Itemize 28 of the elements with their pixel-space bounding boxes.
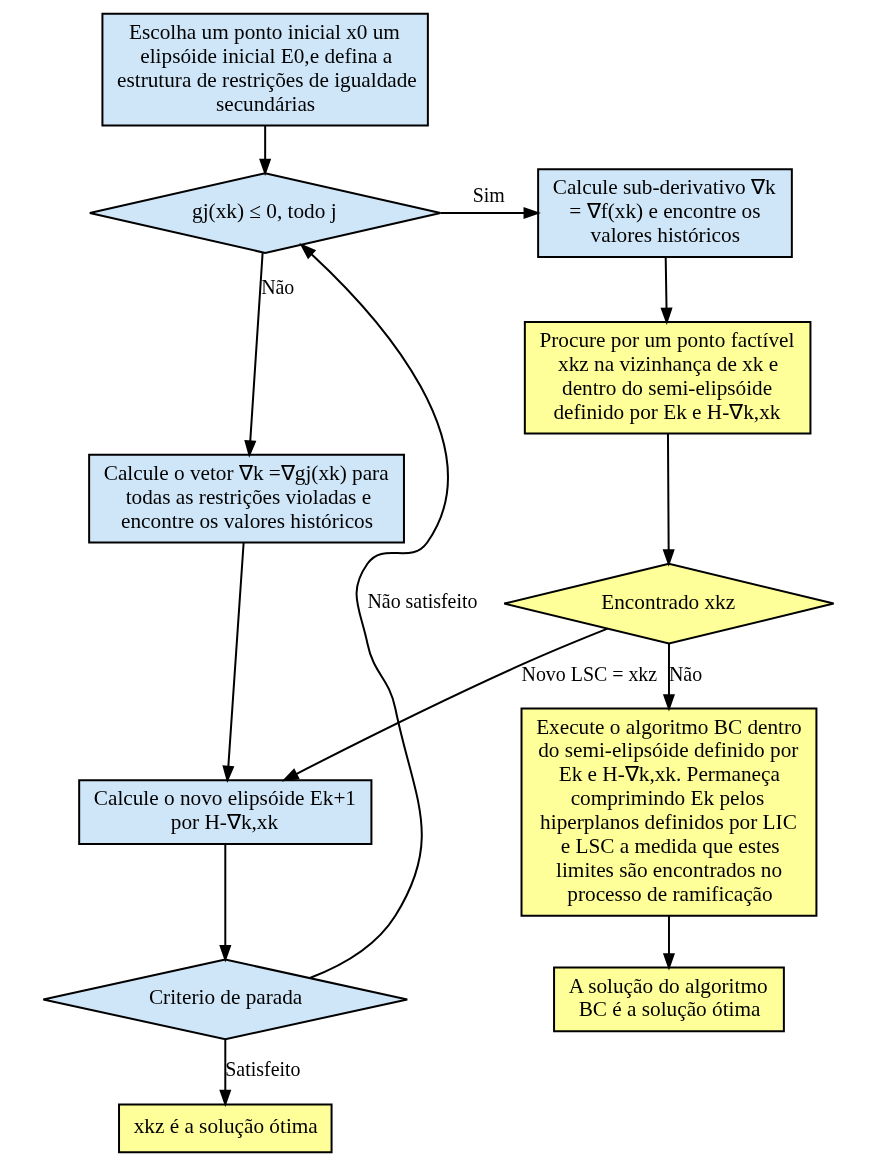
edge-label: Satisfeito: [225, 1058, 301, 1081]
node-diamond: gj(xk) ≤ 0, todo j: [88, 172, 442, 254]
arrow: [259, 124, 272, 176]
node-box: xkz é a solução ótima: [118, 1103, 333, 1154]
node-box: Calcule sub-derivativo ∇k = ∇f(xk) e encontre os valores históricos: [537, 168, 793, 258]
arrow: [439, 207, 541, 220]
node-box: Procure por um ponto factível xkz na vizinhança de xk e dentro do semi-elipsóide definido por Ek e H-∇k,xk: [523, 321, 812, 435]
edge-label: Sim: [472, 184, 505, 207]
node-diamond: Encontrado xkz: [503, 562, 835, 645]
arrow: [662, 432, 675, 567]
node-box: Execute o algoritmo BC dentro do semi-elipsóide definido por Ek e H-∇k,xk. Permaneça comprimindo Ek pelos hiperplanos definidos por LIC e LSC a medida que estes limites são encontrados no processo de ramificação: [520, 707, 818, 917]
arrow: [662, 642, 676, 712]
edge-label: Não satisfeito: [367, 590, 478, 613]
arrow: [222, 541, 245, 783]
arrow: [299, 243, 449, 979]
node-diamond: Criterio de parada: [42, 958, 409, 1041]
arrow: [244, 251, 264, 458]
node-box: Escolha um ponto inicial x0 um elipsóide inicial E0,e defina a estrutura de restrições de igualdade secundárias: [101, 12, 429, 127]
arrow: [660, 255, 673, 325]
arrow: [281, 627, 609, 782]
node-box: Calcule o vetor ∇k =∇gj(xk) para todas as restrições violadas e encontre os valores históricos: [88, 453, 405, 544]
arrow: [219, 843, 232, 963]
node-box: Calcule o novo elipsóide Ek+1 por H-∇k,xk: [78, 779, 373, 845]
arrow: [662, 915, 676, 971]
edge-label: Novo LSC = xkz: [521, 662, 658, 685]
node-box: A solução do algoritmo BC é a solução ótima: [553, 966, 785, 1033]
arrow: [219, 1038, 232, 1108]
edge-label: Não: [261, 276, 295, 299]
